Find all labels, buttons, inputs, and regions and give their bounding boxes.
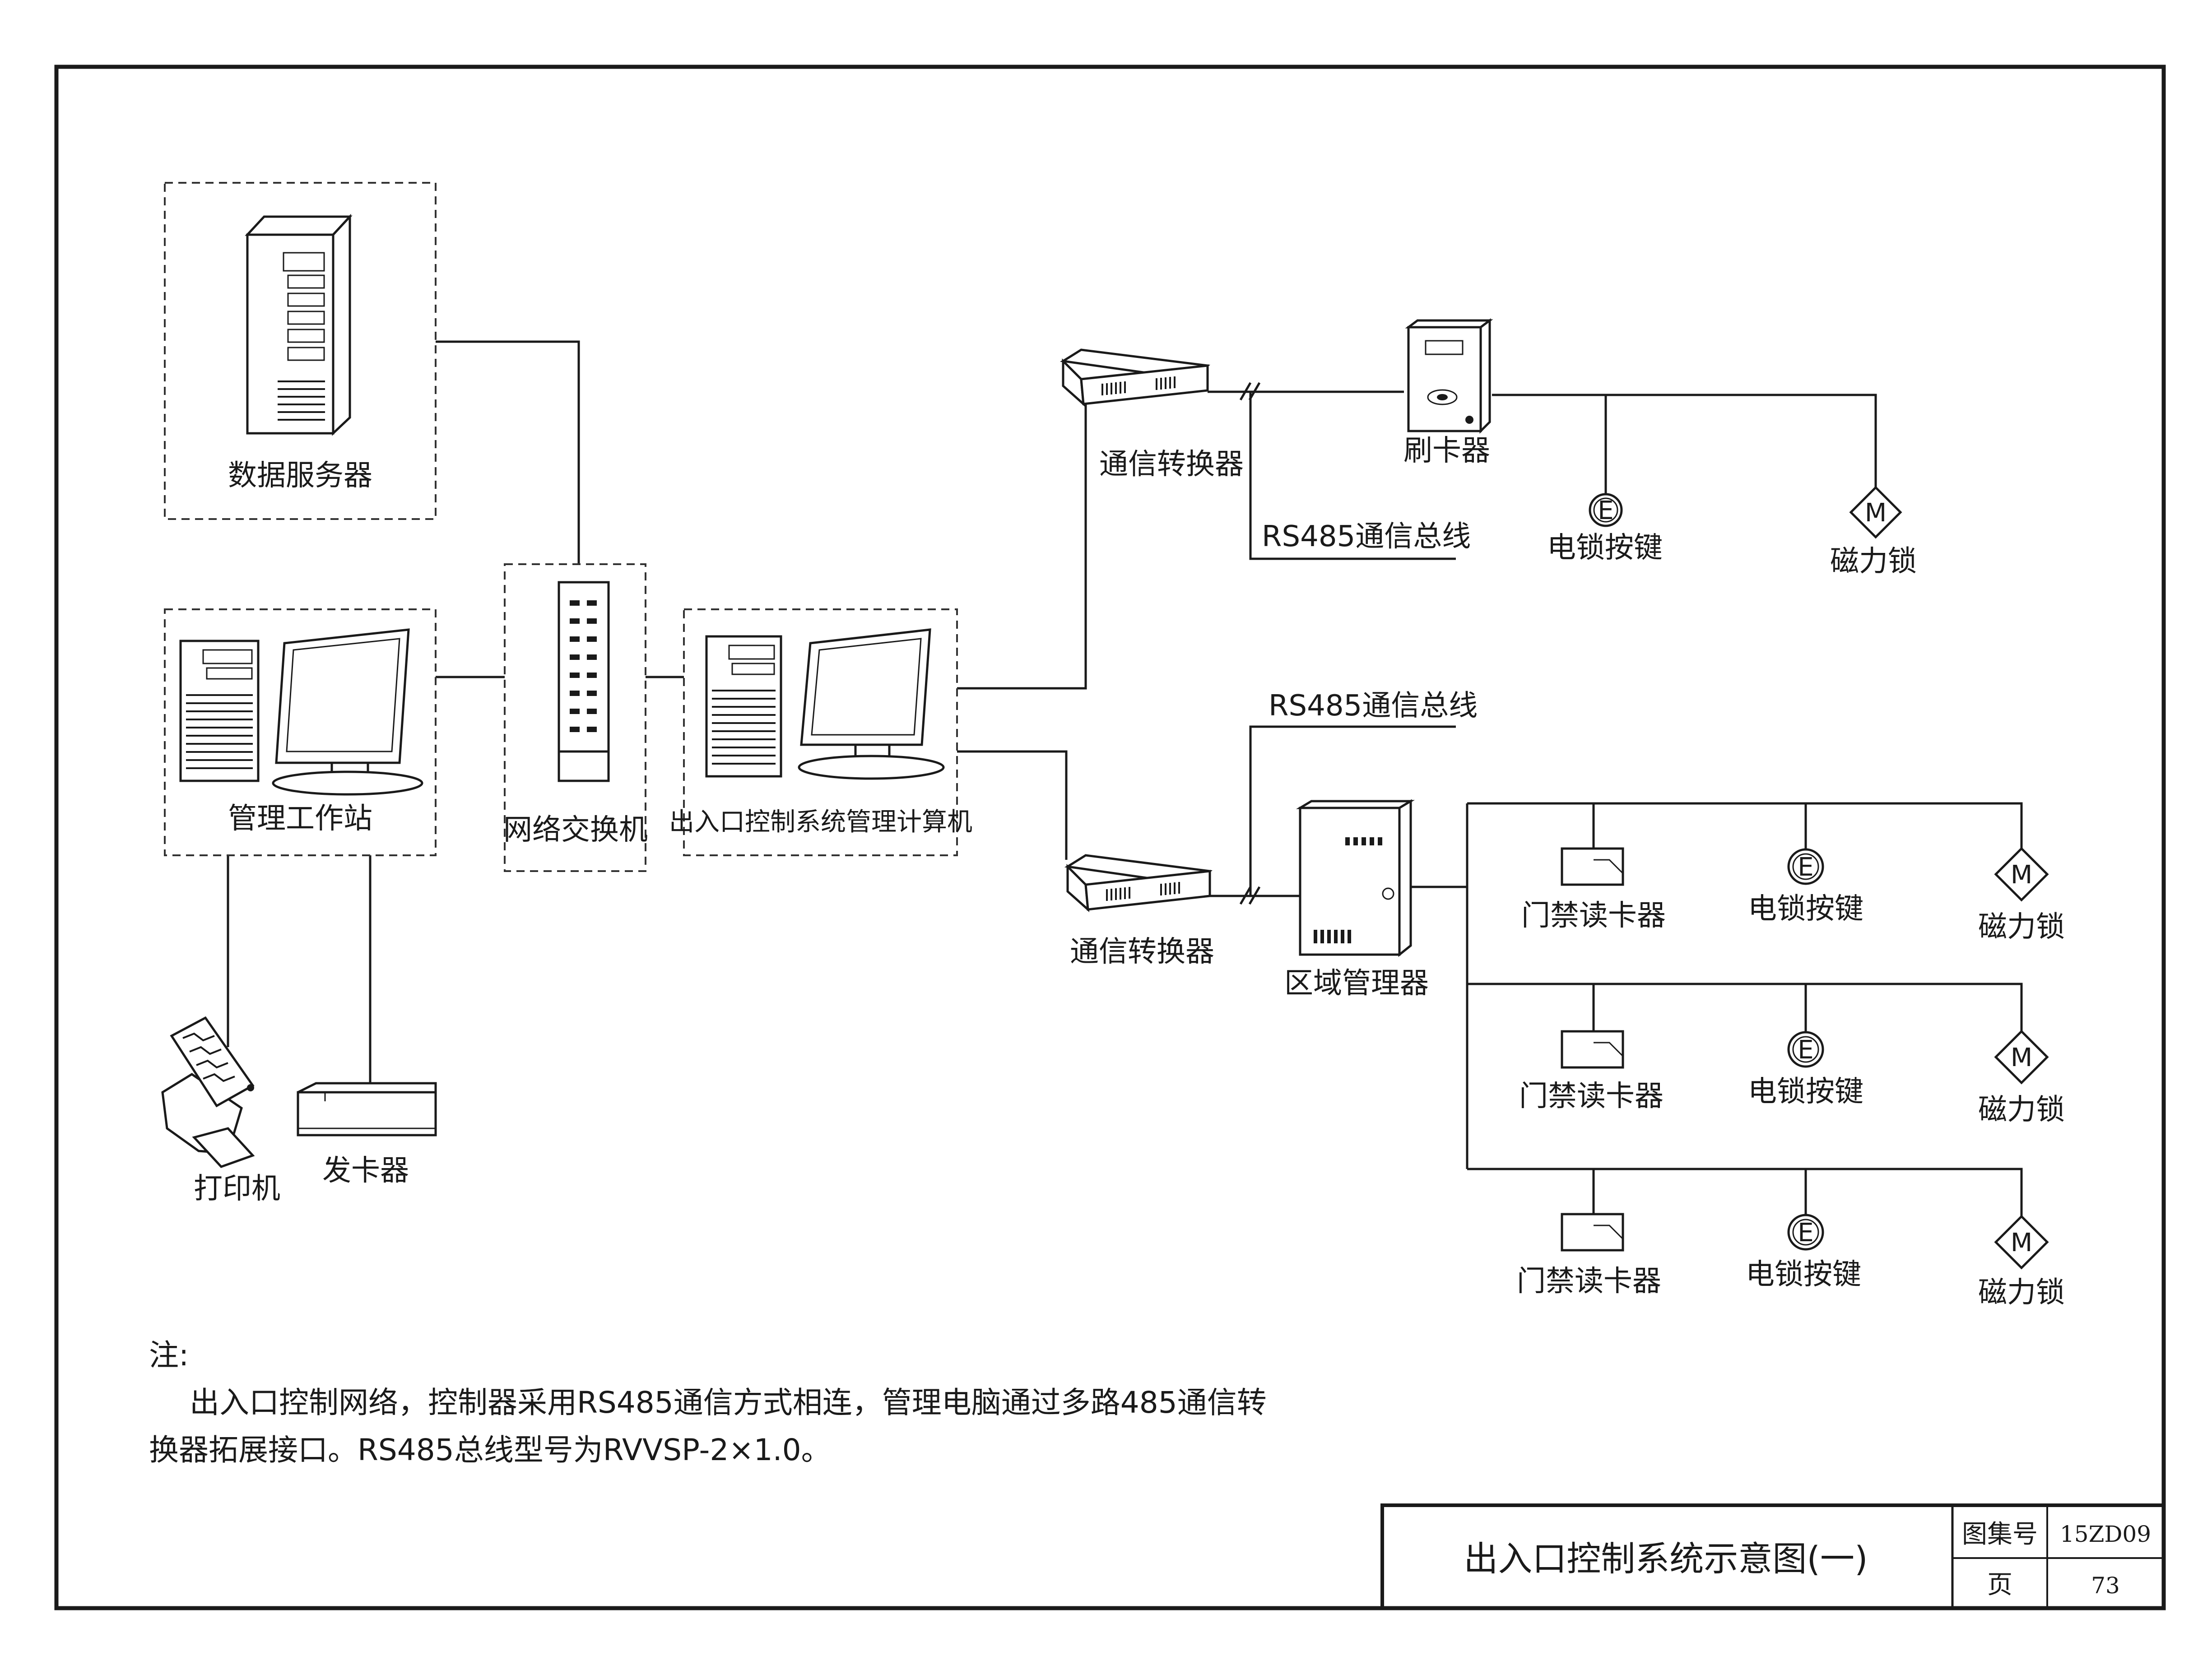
network-switch-label: 网络交换机 (503, 813, 648, 847)
card-issuer-label: 发卡器 (322, 1154, 409, 1188)
maglock-label: 磁力锁 (1978, 1093, 2065, 1127)
zone-manager-icon (1296, 799, 1415, 957)
converter-top-icon (1060, 348, 1210, 407)
network-switch-group (504, 563, 646, 872)
printer-label: 打印机 (194, 1172, 280, 1206)
connection-wires (227, 340, 2023, 1216)
data-server-label: 数据服务器 (228, 459, 372, 492)
converter-top-label: 通信转换器 (1099, 448, 1244, 481)
zone-row: 门禁读卡器 E 电锁按键 M 磁力锁 (1517, 1213, 2065, 1309)
converter-bottom-icon (1064, 854, 1213, 913)
card-swiper-icon (1405, 318, 1493, 434)
exit-button-icon: E (1787, 1031, 1824, 1068)
svg-text:E: E (1598, 496, 1613, 525)
title-block (1380, 1503, 2166, 1610)
exit-button-label: 电锁按键 (1746, 1258, 1861, 1291)
svg-text:M: M (2011, 1228, 2032, 1257)
maglock-icon: M (1849, 486, 1902, 539)
exit-button-icon: E (1589, 493, 1623, 527)
server-tower-icon (245, 213, 353, 436)
svg-text:E: E (1798, 1035, 1813, 1065)
door-card-reader-label: 门禁读卡器 (1521, 899, 1666, 932)
svg-text:E: E (1798, 853, 1813, 882)
svg-text:M: M (1865, 498, 1887, 528)
zone-row: 门禁读卡器 E 电锁按键 M 磁力锁 (1519, 1030, 2065, 1127)
drawing-frame (54, 65, 2166, 1610)
workstation-group (164, 608, 437, 856)
drawing-title: 出入口控制系统示意图(一) (1464, 1539, 1868, 1579)
page-number-value: 73 (2091, 1573, 2120, 1599)
atlas-number-value: 15ZD09 (2060, 1521, 2151, 1547)
converter-bottom-label: 通信转换器 (1070, 935, 1214, 969)
door-card-reader-icon (1561, 1213, 1624, 1252)
card-swiper-label: 刷卡器 (1403, 434, 1490, 468)
exit-button-label: 电锁按键 (1748, 1075, 1863, 1109)
management-computer-icon (705, 628, 945, 780)
atlas-number-label: 图集号 (1962, 1520, 2038, 1549)
svg-text:M: M (2011, 860, 2032, 890)
workstation-computer-icon (179, 628, 423, 796)
zone-row: 门禁读卡器 E 电锁按键 M 磁力锁 (1521, 847, 2065, 944)
maglock-label: 磁力锁 (1978, 910, 2065, 944)
door-card-reader-icon (1561, 1030, 1624, 1069)
door-card-reader-label: 门禁读卡器 (1517, 1265, 1661, 1298)
exit-button-label: 电锁按键 (1748, 892, 1863, 926)
data-server-group (164, 182, 437, 520)
svg-text:M: M (2011, 1043, 2032, 1072)
exit-button-icon: E (1787, 848, 1824, 885)
network-switch-icon (558, 581, 610, 782)
workstation-label: 管理工作站 (228, 802, 372, 835)
door-card-reader-icon (1561, 847, 1624, 886)
zone-manager-label: 区域管理器 (1284, 967, 1429, 1000)
top-maglock-label: 磁力锁 (1830, 545, 1917, 578)
maglock-icon: M (1994, 1215, 2049, 1270)
rs485-bus-top-label: RS485通信总线 (1262, 520, 1471, 553)
svg-text:E: E (1798, 1218, 1813, 1248)
note-heading: 注: (149, 1338, 189, 1373)
exit-button-icon: E (1787, 1214, 1824, 1251)
management-computer-group (683, 608, 958, 856)
printer-icon (161, 1016, 255, 1168)
rs485-bus-bottom-label: RS485通信总线 (1269, 689, 1478, 723)
maglock-label: 磁力锁 (1978, 1276, 2065, 1309)
note-line-1: 出入口控制网络，控制器采用RS485通信方式相连，管理电脑通过多路485通信转 (190, 1385, 1267, 1420)
management-computer-label: 出入口控制系统管理计算机 (669, 807, 972, 837)
card-issuer-icon (297, 1082, 437, 1137)
maglock-icon: M (1994, 847, 2049, 902)
note-line-2: 换器拓展接口。RS485总线型号为RVVSP-2×1.0。 (149, 1433, 831, 1467)
page-label: 页 (1987, 1570, 2012, 1600)
maglock-icon: M (1994, 1030, 2049, 1085)
door-card-reader-label: 门禁读卡器 (1519, 1080, 1664, 1113)
top-exit-button-label: 电锁按键 (1547, 531, 1663, 565)
